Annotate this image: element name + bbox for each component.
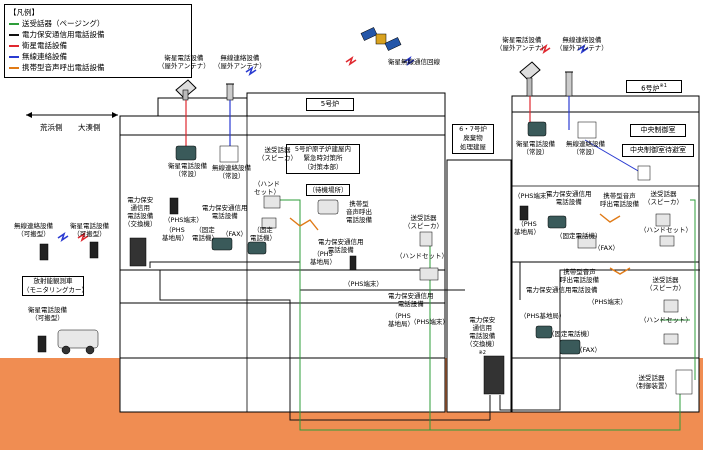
- direction-arrow: [26, 112, 118, 118]
- central-control-ext-box: 中央制御室待避室: [622, 144, 694, 157]
- legend-line-radio: [9, 56, 19, 58]
- radio-antenna-left-label: 無線連絡設備 （屋外アンテナ）: [214, 54, 266, 70]
- unit6-label: 6号炉※1: [626, 80, 682, 93]
- speaker-waste-label: 送受話器 （スピーカ）: [404, 214, 443, 230]
- handset-5-label: （ハンド セット）: [254, 180, 280, 196]
- exchange-unit5: [129, 237, 147, 267]
- standby-box: （待機場所）: [306, 184, 350, 196]
- legend-item-power-phone: 電力保安通信用電話設備: [9, 30, 105, 39]
- sea-side-label: 荒浜側: [40, 123, 63, 132]
- speaker-6-label: 送受話器 （スピーカ）: [644, 190, 683, 206]
- phs-base-6-label: （PHS 基地局）: [514, 220, 540, 236]
- phs-term-waste-label: （PHS端末）: [410, 318, 449, 326]
- hq-box: 5号炉原子炉建屋内 緊急時対策所 （対策本部）: [286, 144, 360, 174]
- legend-line-paging: [9, 23, 19, 25]
- monitoring-car-icon: [57, 329, 99, 349]
- fixed-phone-6-label: （固定電話機）: [556, 232, 602, 240]
- portable-voice-5-label: 携帯型 音声呼出 電話設備: [346, 200, 372, 224]
- sat-phone-fixed-5-label: 衛星電話設備 （常設）: [168, 162, 207, 178]
- legend-item-sat-phone: 衛星電話設備: [9, 41, 67, 50]
- exchange-waste-label: 電力保安 通信用 電話設備 （交換機）※2: [466, 316, 499, 356]
- central-control-box: 中央制御室: [630, 124, 686, 137]
- phs-term-5-label: （PHS端末）: [164, 216, 203, 224]
- legend-item-radio: 無線連絡設備: [9, 52, 67, 61]
- power-phone-5b-label: 電力保安通信用 電話設備: [318, 238, 364, 254]
- phs-base-waste-label: （PHS 基地局）: [388, 312, 414, 328]
- phs-term-6b-label: （PHS端末）: [588, 298, 627, 306]
- power-exchange-5-label: 電力保安 通信用 電話設備 （交換機）: [124, 196, 157, 228]
- fixed-phone-5b-label: （固定 電話機）: [250, 226, 276, 242]
- legend: 【凡例】 送受話器（ページング） 電力保安通信用電話設備 衛星電話設備 無線連絡…: [4, 4, 192, 78]
- power-phone-5-label: 電力保安通信用 電話設備: [202, 204, 248, 220]
- unit5-label: 5号炉: [306, 98, 354, 111]
- speaker-5-label: 送受話器 （スピーカ）: [258, 146, 297, 162]
- legend-item-portable: 携帯型音声呼出電話設備: [9, 63, 105, 72]
- phs-term-6-label: （PHS端末）: [514, 192, 553, 200]
- fixed-phone-5-label: （固定 電話機）: [192, 226, 218, 242]
- handset-6-label: （ハンドセット）: [640, 226, 692, 234]
- fax-6b-label: （FAX）: [576, 346, 602, 354]
- satellite-icon: [360, 27, 402, 51]
- waste-building-label: 6・7号炉 廃棄物 処理建屋: [452, 124, 494, 154]
- sat-phone-unit5: [175, 145, 197, 161]
- radio-antenna-right-label: 無線連絡設備 （屋外アンテナ）: [556, 36, 608, 52]
- handset-waste-label: （ハンドセット）: [396, 252, 448, 260]
- radio-antenna-left: [226, 83, 234, 101]
- handset-6b-label: （ハンドセット）: [640, 316, 692, 324]
- satellite-label: 衛星無線通信回線: [388, 58, 440, 66]
- power-phone-6-label: 電力保安通信用 電話設備: [546, 190, 592, 206]
- power-phone-waste-label: 電力保安通信用 電話設備: [388, 292, 434, 308]
- control-unit-label: 送受話器 （制御装置）: [632, 374, 671, 390]
- power-phone-6b-label: 電力保安通信用電話設備: [526, 286, 598, 294]
- fax-5-label: （FAX）: [222, 230, 248, 238]
- fax-6-label: （FAX）: [594, 244, 620, 252]
- phs-term-5b-label: （PHS端末）: [344, 280, 383, 288]
- portable-voice-6b-label: 携帯型音声 呼出電話設備: [560, 268, 599, 284]
- sat-phone-portable-car-label: 衛星電話設備 （可搬型）: [28, 306, 67, 322]
- sat-phone-portable-label: 衛星電話設備 （可搬型）: [70, 222, 109, 238]
- portable-voice-6-label: 携帯型音声 呼出電話設備: [600, 192, 639, 208]
- phs-base-6b-label: （PHS基地局）: [520, 312, 566, 320]
- sat-antenna-left: [175, 79, 197, 101]
- radio-antenna-right: [565, 71, 573, 97]
- radio-fixed-6-label: 無線連絡設備 （常設）: [566, 140, 605, 156]
- speaker-6b-label: 送受話器 （スピーカ）: [646, 276, 685, 292]
- radio-unit5: [219, 145, 239, 163]
- sat-antenna-right: [519, 61, 541, 97]
- legend-line-portable: [9, 67, 19, 69]
- phs-base-5-label: （PHS 基地局）: [162, 226, 188, 242]
- radio-portable-label: 無線連絡設備 （可搬型）: [14, 222, 53, 238]
- mountain-side-label: 大湊側: [78, 123, 101, 132]
- phs-base-5b-label: （PHS 基地局）: [310, 250, 336, 266]
- legend-item-paging: 送受話器（ページング）: [9, 19, 104, 28]
- monitoring-car-box: 放射能観測車 （モニタリングカー）: [22, 276, 88, 296]
- sat-antenna-left-label: 衛星電話設備 （屋外アンテナ）: [158, 54, 210, 70]
- exchange-waste: [483, 355, 505, 395]
- control-unit: [675, 369, 693, 395]
- radio-fixed-5-label: 無線連絡設備 （常設）: [212, 164, 251, 180]
- legend-line-sat-phone: [9, 45, 19, 47]
- sat-phone-fixed-6-label: 衛星電話設備 （常設）: [516, 140, 555, 156]
- fixed-phone-6b-label: （固定電話機）: [548, 330, 594, 338]
- legend-title: 【凡例】: [9, 8, 39, 17]
- sat-antenna-right-label: 衛星電話設備 （屋外アンテナ）: [496, 36, 548, 52]
- unit5-building: [119, 115, 446, 413]
- legend-line-power-phone: [9, 34, 19, 36]
